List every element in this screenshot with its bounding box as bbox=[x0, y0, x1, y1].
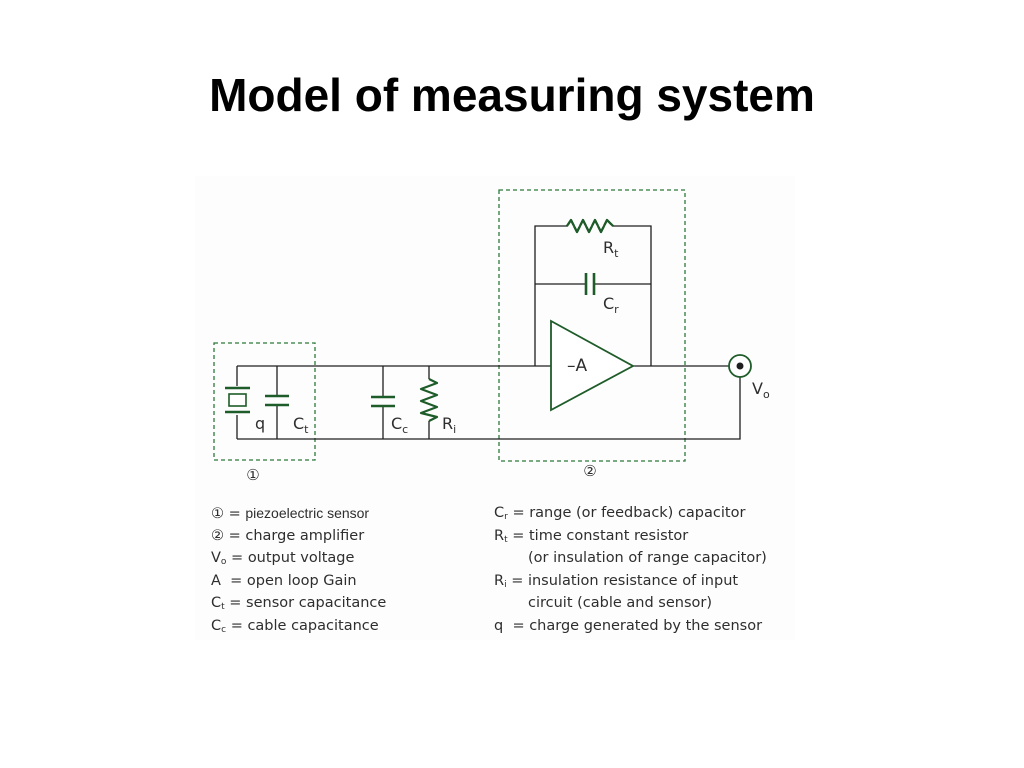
legend-row: Cr = range (or feedback) capacitor bbox=[494, 505, 746, 522]
legend-row: Rt = time constant resistor bbox=[494, 527, 689, 545]
ground-wire bbox=[237, 377, 741, 440]
label-cr: Cr bbox=[603, 294, 619, 316]
legend-row: A = open loop Gain bbox=[211, 572, 357, 589]
legend-row: Vo = output voltage bbox=[211, 550, 355, 568]
legend-row: Ri = insulation resistance of input bbox=[494, 572, 739, 590]
amplifier-box bbox=[498, 189, 686, 462]
label-q: q bbox=[255, 414, 265, 433]
label-ct: Ct bbox=[293, 414, 309, 436]
label-vo: Vo bbox=[752, 379, 770, 401]
legend-row: Ct = sensor capacitance bbox=[211, 595, 387, 613]
box-label-sensor: ① bbox=[246, 466, 259, 484]
legend-row: Cc = cable capacitance bbox=[211, 617, 379, 635]
label-cc: Cc bbox=[391, 414, 408, 436]
legend-row: circuit (cable and sensor) bbox=[528, 595, 713, 612]
legend-row: q = charge generated by the sensor bbox=[494, 617, 763, 634]
sensor-box bbox=[213, 342, 316, 461]
label-ri: Ri bbox=[442, 414, 456, 436]
label-amp-gain: –A bbox=[567, 356, 588, 376]
legend-right: Cr = range (or feedback) capacitor Rt = … bbox=[494, 502, 767, 638]
legend-row: (or insulation of range capacitor) bbox=[528, 550, 767, 567]
op-amp bbox=[550, 319, 635, 412]
sensor-capacitor bbox=[265, 366, 289, 439]
circuit-diagram: q Ct Cc Ri Rt Cr –A Vo ① ② bbox=[213, 189, 770, 484]
legend-left: ① = piezoelectric sensor ② = charge ampl… bbox=[211, 502, 386, 638]
cable-capacitor bbox=[371, 366, 395, 439]
box-label-amplifier: ② bbox=[583, 462, 596, 480]
feedback-capacitor bbox=[584, 273, 596, 295]
legend-row: ② = charge amplifier bbox=[211, 527, 365, 544]
output-terminal bbox=[728, 354, 752, 378]
legend-row: ① = piezoelectric sensor bbox=[211, 505, 370, 522]
insulation-resistor bbox=[419, 366, 439, 439]
circuit-figure: q Ct Cc Ri Rt Cr –A Vo ① ② bbox=[195, 176, 795, 640]
piezo-crystal bbox=[225, 366, 250, 439]
label-rt: Rt bbox=[603, 238, 619, 260]
slide-title: Model of measuring system bbox=[209, 69, 815, 121]
